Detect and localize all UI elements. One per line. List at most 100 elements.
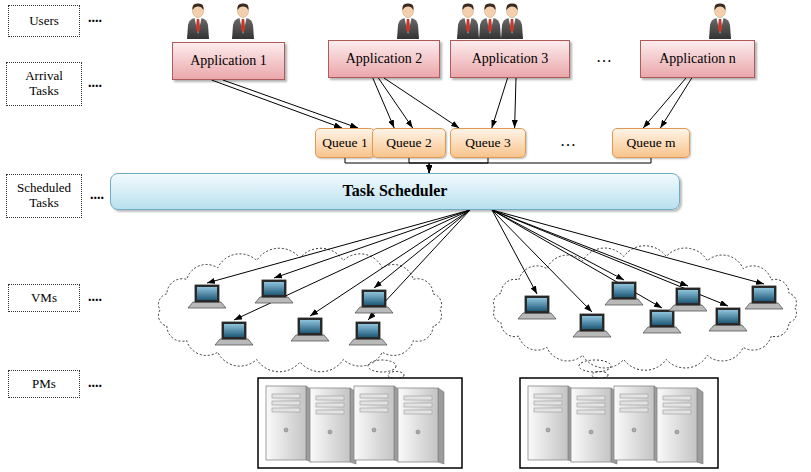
user-suit: [457, 18, 479, 39]
schedule-arrow: [492, 210, 728, 306]
user-suit: [501, 18, 523, 39]
server-tower: [614, 386, 660, 462]
laptop-display: [264, 282, 284, 295]
server-button: [372, 428, 376, 432]
user-shirt: [405, 18, 412, 34]
server-bay: [577, 403, 605, 407]
schedule-arrow: [207, 210, 470, 283]
server-tower: [528, 386, 574, 462]
server-bay: [663, 410, 691, 414]
vm-laptop: [518, 296, 556, 319]
server-tower: [398, 388, 444, 464]
laptop-screen: [298, 318, 322, 335]
flow-arrow: [212, 80, 342, 128]
node-text: Scheduled Tasks: [11, 181, 77, 211]
application-box: Application 3: [450, 40, 570, 78]
server-bay: [534, 408, 562, 412]
user-head: [507, 5, 518, 18]
user-tie: [510, 19, 514, 33]
server-front: [398, 388, 438, 462]
vm-laptop: [573, 314, 611, 337]
user-head: [403, 5, 414, 18]
node-text: Queue 3: [465, 135, 510, 151]
node-text: Application 2: [346, 51, 423, 67]
server-side: [697, 388, 703, 464]
user-tie: [466, 19, 470, 33]
user-shirt: [195, 18, 202, 34]
laptop-base: [709, 325, 747, 331]
vm-laptop: [745, 286, 783, 309]
node-text: Queue m: [626, 135, 675, 151]
laptop-screen: [612, 282, 636, 299]
user-icon: [397, 4, 419, 39]
laptop-base: [745, 303, 783, 309]
server-bay: [534, 394, 562, 398]
laptop-base: [349, 339, 387, 345]
cloud-puff: [368, 360, 396, 372]
server-front: [310, 388, 350, 462]
node-text: Arrival Tasks: [11, 69, 77, 99]
user-shirt: [240, 18, 247, 34]
server-bay: [360, 394, 388, 398]
server-tower: [354, 386, 400, 462]
laptop-base: [188, 302, 226, 308]
server-front: [614, 386, 654, 460]
laptop-display: [754, 288, 774, 301]
user-tie: [196, 19, 200, 33]
server-bay: [620, 408, 648, 412]
user-suit: [479, 18, 501, 39]
user-hair: [714, 4, 725, 10]
user-icon: [187, 4, 209, 39]
server-bay: [534, 401, 562, 405]
ellipsis: …: [560, 132, 576, 150]
laptop-screen: [356, 322, 380, 339]
laptop-display: [224, 324, 244, 337]
server-bay: [316, 403, 344, 407]
user-head: [485, 5, 496, 18]
vm-laptop: [349, 322, 387, 345]
server-bay: [663, 396, 691, 400]
vm-cloud: [494, 246, 797, 370]
server-front: [354, 386, 394, 460]
user-hair: [506, 4, 517, 10]
server-tower: [310, 388, 356, 464]
server-front: [266, 386, 306, 460]
node-text: Task Scheduler: [343, 182, 448, 200]
laptop-display: [364, 292, 384, 305]
laptop-screen: [362, 290, 386, 307]
queue-box: Queue 3: [450, 128, 526, 158]
server-bay: [316, 410, 344, 414]
user-tie: [718, 19, 722, 33]
server-button: [546, 428, 550, 432]
server-button: [675, 430, 679, 434]
laptop-display: [718, 310, 738, 323]
application-box: Application 1: [172, 42, 285, 80]
schedule-arrow: [492, 210, 662, 308]
vm-laptop: [709, 308, 747, 331]
flow-arrow: [660, 78, 691, 128]
flow-arrow: [409, 158, 429, 173]
server-tower: [571, 388, 617, 464]
schedule-arrow: [492, 210, 688, 286]
dots-marker: ....: [90, 187, 104, 203]
flow-arrow: [345, 158, 429, 173]
laptop-display: [652, 312, 672, 325]
user-shirt: [465, 18, 472, 34]
laptop-base: [573, 331, 611, 337]
server-button: [328, 430, 332, 434]
laptop-screen: [716, 308, 740, 325]
application-box: Application 2: [328, 40, 440, 78]
user-suit: [232, 18, 254, 39]
laptop-base: [643, 327, 681, 333]
server-front: [528, 386, 568, 460]
dots-marker: ....: [88, 289, 102, 305]
schedule-arrow: [274, 210, 470, 278]
user-head: [715, 5, 726, 18]
node-text: Users: [29, 14, 59, 29]
laptop-base: [518, 313, 556, 319]
laptop-screen: [650, 310, 674, 327]
vm-laptop: [291, 318, 329, 341]
laptop-screen: [752, 286, 776, 303]
server-side: [438, 388, 444, 464]
flow-arrow: [515, 78, 516, 128]
